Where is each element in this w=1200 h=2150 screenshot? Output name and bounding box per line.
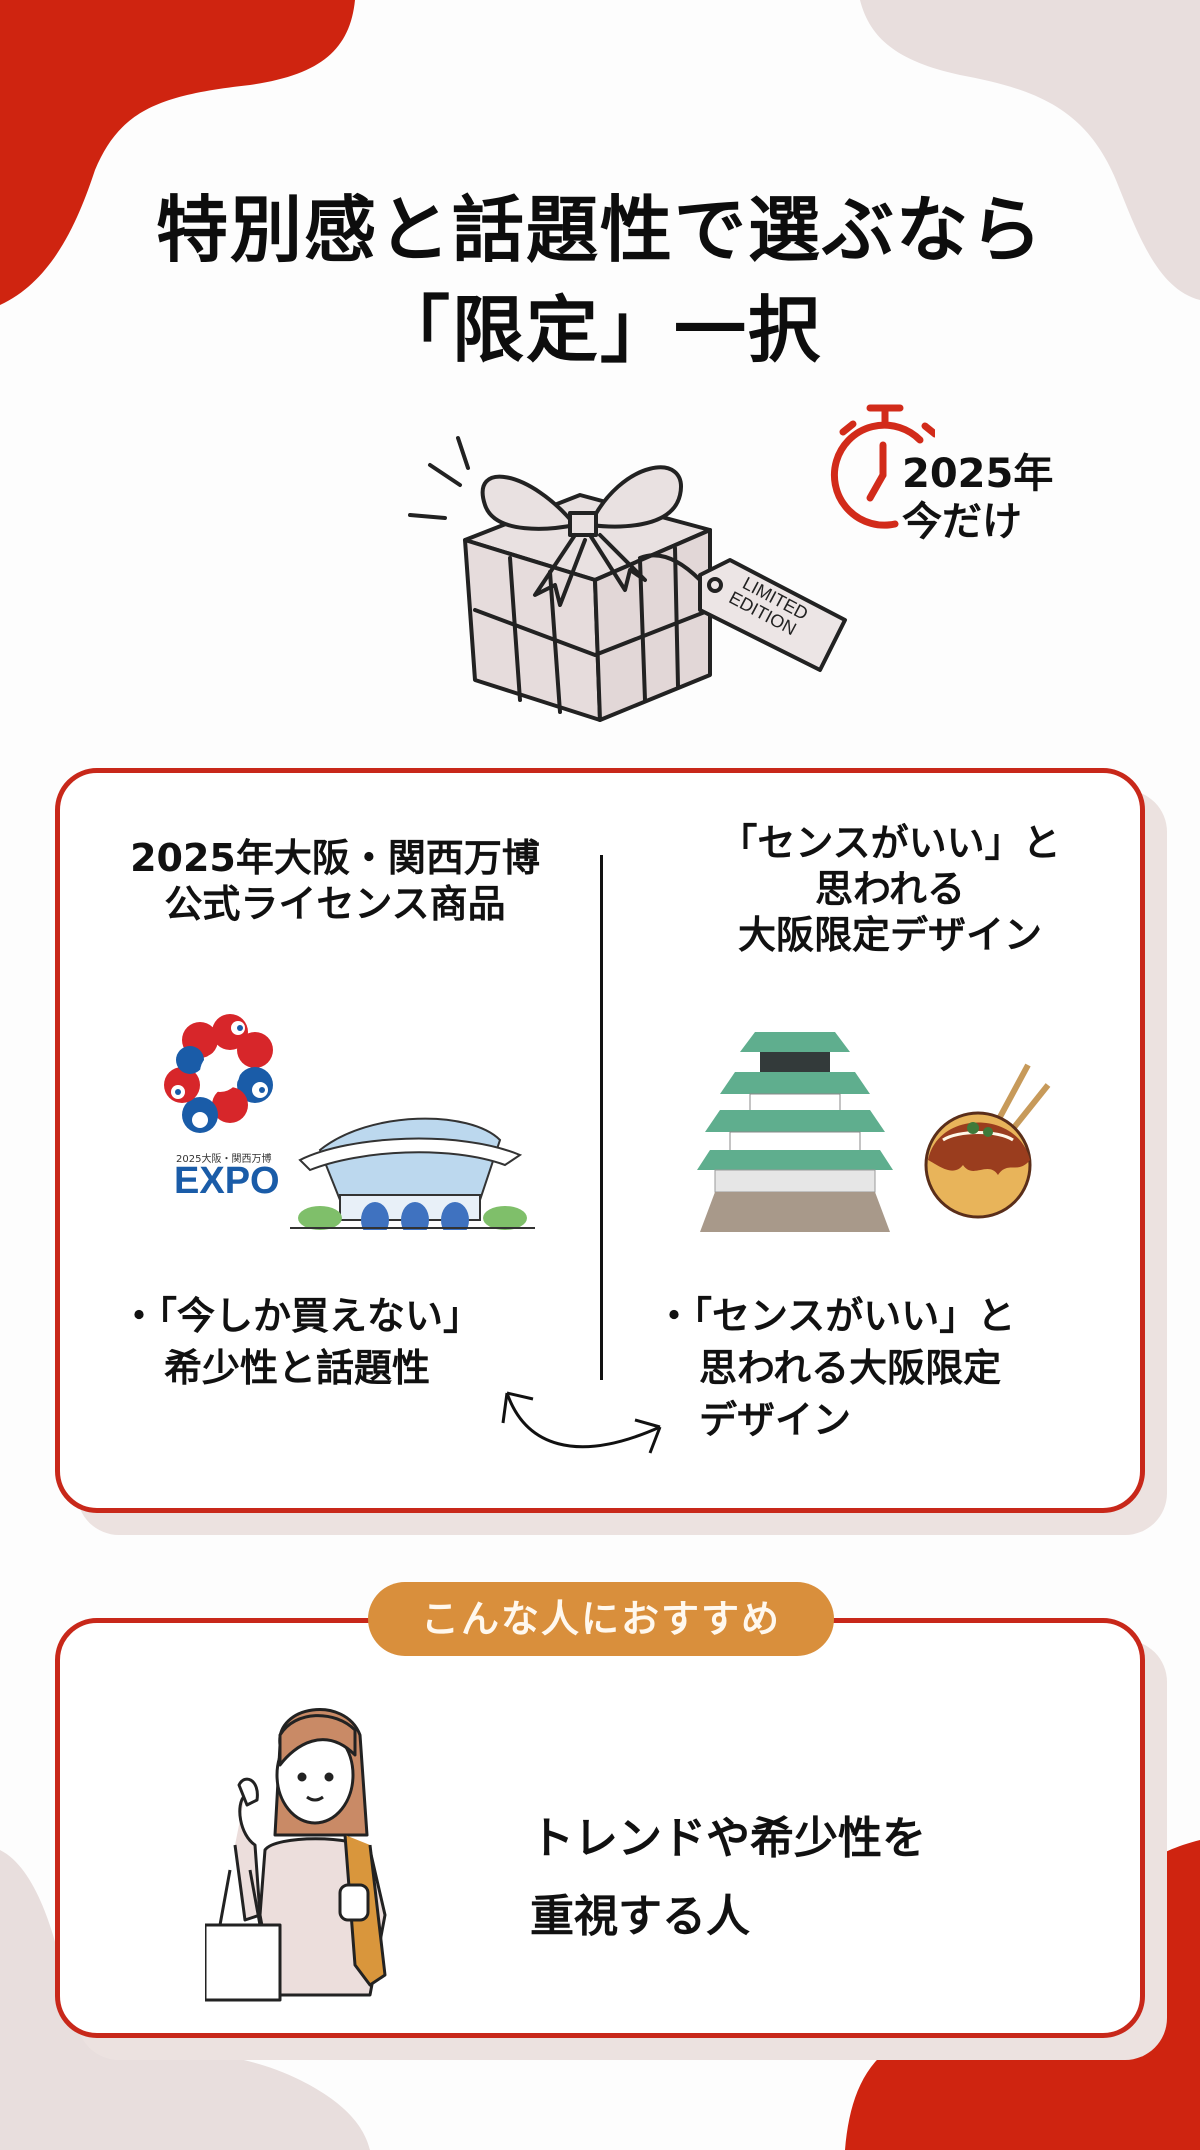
page-title: 特別感と話題性で選ぶなら 「限定」一択 (0, 180, 1200, 380)
pavilion-building-icon (290, 1117, 535, 1230)
expo-logo-icon (164, 1014, 273, 1133)
title-line-1: 特別感と話題性で選ぶなら (155, 188, 1044, 272)
stopwatch-icon (831, 404, 935, 529)
column-divider (600, 855, 603, 1380)
left-bullet: ・「今しか買えない」 希少性と話題性 (120, 1294, 482, 1390)
beige-corner-blob-top-right (860, 0, 1200, 300)
timer-limited-text: 今だけ (902, 499, 1022, 545)
expo-logo-caption: 2025大阪・関西万博 (176, 1154, 272, 1165)
recommend-badge: こんな人におすすめ (368, 1582, 834, 1656)
expo-logo-text: EXPO (174, 1160, 280, 1202)
timer-label: 2025年 今だけ (902, 450, 1053, 546)
curved-double-arrow-icon (501, 1391, 662, 1454)
takoyaki-icon (924, 1063, 1051, 1219)
left-column-heading: 2025年大阪・関西万博 公式ライセンス商品 (130, 836, 540, 926)
right-column-heading: 「センスがいい」と 思われる 大阪限定デザイン (719, 821, 1061, 957)
recommend-text: トレンドや希少性を 重視する人 (530, 1813, 926, 1942)
shopper-woman-icon (205, 1708, 387, 2002)
right-bullet: ・「センスがいい」と 思われる大阪限定 デザイン (655, 1294, 1016, 1442)
red-corner-blob-top-left (0, 0, 355, 305)
gift-box-icon: LIMITED EDITION (408, 436, 847, 722)
osaka-castle-icon (697, 1032, 893, 1232)
timer-year: 2025年 (902, 451, 1054, 497)
title-line-2: 「限定」一択 (377, 288, 822, 372)
beige-corner-blob-bottom-left (0, 1850, 370, 2150)
